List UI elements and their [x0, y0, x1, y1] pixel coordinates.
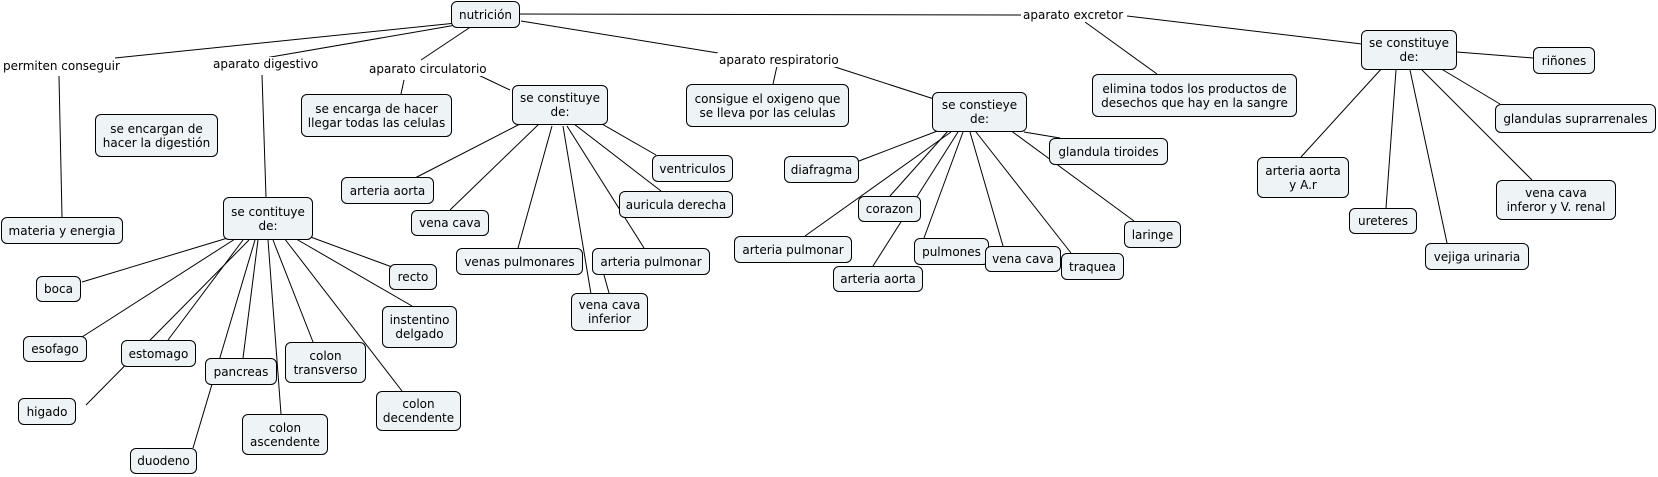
node-esofago[interactable]: esofago	[23, 336, 87, 362]
connector-line	[804, 131, 952, 237]
node-arteria-pulmonar-circ[interactable]: arteria pulmonar	[592, 248, 710, 275]
connector-line	[562, 125, 593, 301]
node-digestivo-constituye[interactable]: se contituye de:	[223, 197, 313, 240]
connector-line	[1084, 21, 1158, 75]
connector-line	[1385, 69, 1397, 209]
connector-line	[1432, 63, 1501, 105]
node-circulatorio-encarga[interactable]: se encarga de hacer llegar todas las cel…	[301, 94, 452, 137]
connector-line	[58, 75, 63, 218]
node-boca[interactable]: boca	[36, 276, 81, 302]
link-aparato-circulatorio: aparato circulatorio	[367, 62, 489, 76]
node-ventriculos[interactable]: ventriculos	[652, 155, 733, 182]
node-glandula-tiroides[interactable]: glandula tiroides	[1049, 138, 1168, 165]
connector-line	[1419, 67, 1533, 181]
connector-line	[594, 119, 657, 156]
node-vejiga-urinaria[interactable]: vejiga urinaria	[1425, 243, 1529, 270]
connector-line	[414, 122, 523, 179]
connector-line	[1300, 66, 1384, 158]
node-colon-transverso[interactable]: colon transverso	[285, 342, 366, 383]
link-aparato-respiratorio: aparato respiratorio	[717, 53, 841, 67]
node-traquea[interactable]: traquea	[1061, 253, 1124, 280]
connector-line	[858, 129, 941, 162]
node-vena-cava-renal[interactable]: vena cava inferor y V. renal	[1496, 180, 1616, 220]
node-diafragma[interactable]: diafragma	[784, 156, 859, 183]
connector-line	[81, 238, 236, 338]
connector-line	[85, 239, 250, 406]
link-aparato-excretor: aparato excretor	[1021, 8, 1126, 22]
connector-line	[1126, 15, 1363, 45]
node-respiratorio-constituye[interactable]: se constieye de:	[932, 92, 1027, 132]
connector-line	[1456, 51, 1534, 59]
connector-line	[1023, 131, 1061, 139]
connector-line	[1409, 69, 1448, 244]
node-ureteres[interactable]: ureteres	[1349, 208, 1417, 234]
connector-line	[603, 274, 610, 294]
connector-line	[969, 131, 1004, 247]
connector-line	[889, 130, 949, 197]
connector-line	[114, 21, 467, 59]
node-recto[interactable]: recto	[389, 264, 437, 290]
connector-line	[923, 131, 964, 239]
link-permiten-conseguir: permiten conseguir	[1, 59, 122, 73]
node-venas-pulmonares[interactable]: venas pulmonares	[456, 248, 583, 275]
connector-line	[1009, 129, 1135, 222]
connector-line	[290, 235, 413, 307]
node-arteria-aorta-renal[interactable]: arteria aorta y A.r	[1257, 157, 1349, 198]
connector-line	[264, 23, 463, 59]
connector-line	[499, 13, 1024, 16]
connector-line	[283, 237, 403, 392]
node-excretor-elimina[interactable]: elimina todos los productos de desechos …	[1092, 74, 1297, 117]
connector-line	[449, 123, 540, 211]
node-estomago[interactable]: estomago	[121, 340, 196, 367]
connector-line	[566, 125, 645, 249]
connector-line	[272, 239, 314, 343]
connector-line	[400, 79, 405, 95]
connector-line	[772, 65, 778, 85]
node-higado[interactable]: higado	[18, 398, 76, 425]
connector-line	[975, 131, 1072, 254]
node-intestino-delgado[interactable]: instentino delgado	[382, 306, 457, 348]
connector-line	[81, 236, 232, 283]
node-materia-energia[interactable]: materia y energia	[1, 217, 123, 244]
node-respiratorio-consigue[interactable]: consigue el oxigeno que se lleva por las…	[686, 84, 849, 127]
node-arteria-pulmonar-resp[interactable]: arteria pulmonar	[734, 236, 852, 263]
connector-line	[573, 123, 662, 192]
connector-line	[296, 231, 393, 268]
node-pulmones[interactable]: pulmones	[914, 238, 989, 265]
connector-line	[831, 65, 935, 100]
connector-line	[242, 239, 259, 359]
node-excretor-constituye[interactable]: se constituye de:	[1361, 30, 1457, 70]
node-digestion[interactable]: se encargan de hacer la digestión	[95, 114, 218, 157]
node-rinones[interactable]: riñones	[1533, 47, 1595, 74]
node-arteria-aorta-circ[interactable]: arteria aorta	[341, 177, 434, 204]
node-laringe[interactable]: laringe	[1124, 221, 1181, 248]
node-arteria-aorta-resp[interactable]: arteria aorta	[833, 266, 923, 292]
connector-line	[261, 74, 267, 198]
node-colon-decendente[interactable]: colon decendente	[376, 391, 461, 431]
node-pancreas[interactable]: pancreas	[205, 358, 277, 385]
connector-line	[192, 239, 256, 449]
node-vena-cava-inferior[interactable]: vena cava inferior	[571, 293, 648, 331]
node-vena-cava-circ[interactable]: vena cava	[411, 210, 489, 236]
node-vena-cava-resp[interactable]: vena cava	[985, 246, 1061, 272]
connector-line	[420, 25, 473, 61]
node-nutricion[interactable]: nutrición	[451, 1, 520, 28]
node-corazon[interactable]: corazon	[858, 196, 921, 222]
node-colon-ascendente[interactable]: colon ascendente	[242, 414, 328, 455]
connector-line	[167, 239, 244, 341]
node-circulatorio-constituye[interactable]: se constituye de:	[512, 85, 608, 125]
node-auricula-derecha[interactable]: auricula derecha	[619, 191, 733, 218]
node-duodeno[interactable]: duodeno	[130, 448, 197, 474]
connector-line	[520, 20, 719, 54]
connector-line	[267, 239, 282, 415]
link-aparato-digestivo: aparato digestivo	[211, 57, 321, 71]
node-glandulas-suprarrenales[interactable]: glandulas suprarrenales	[1495, 104, 1656, 133]
connector-line	[517, 125, 553, 249]
